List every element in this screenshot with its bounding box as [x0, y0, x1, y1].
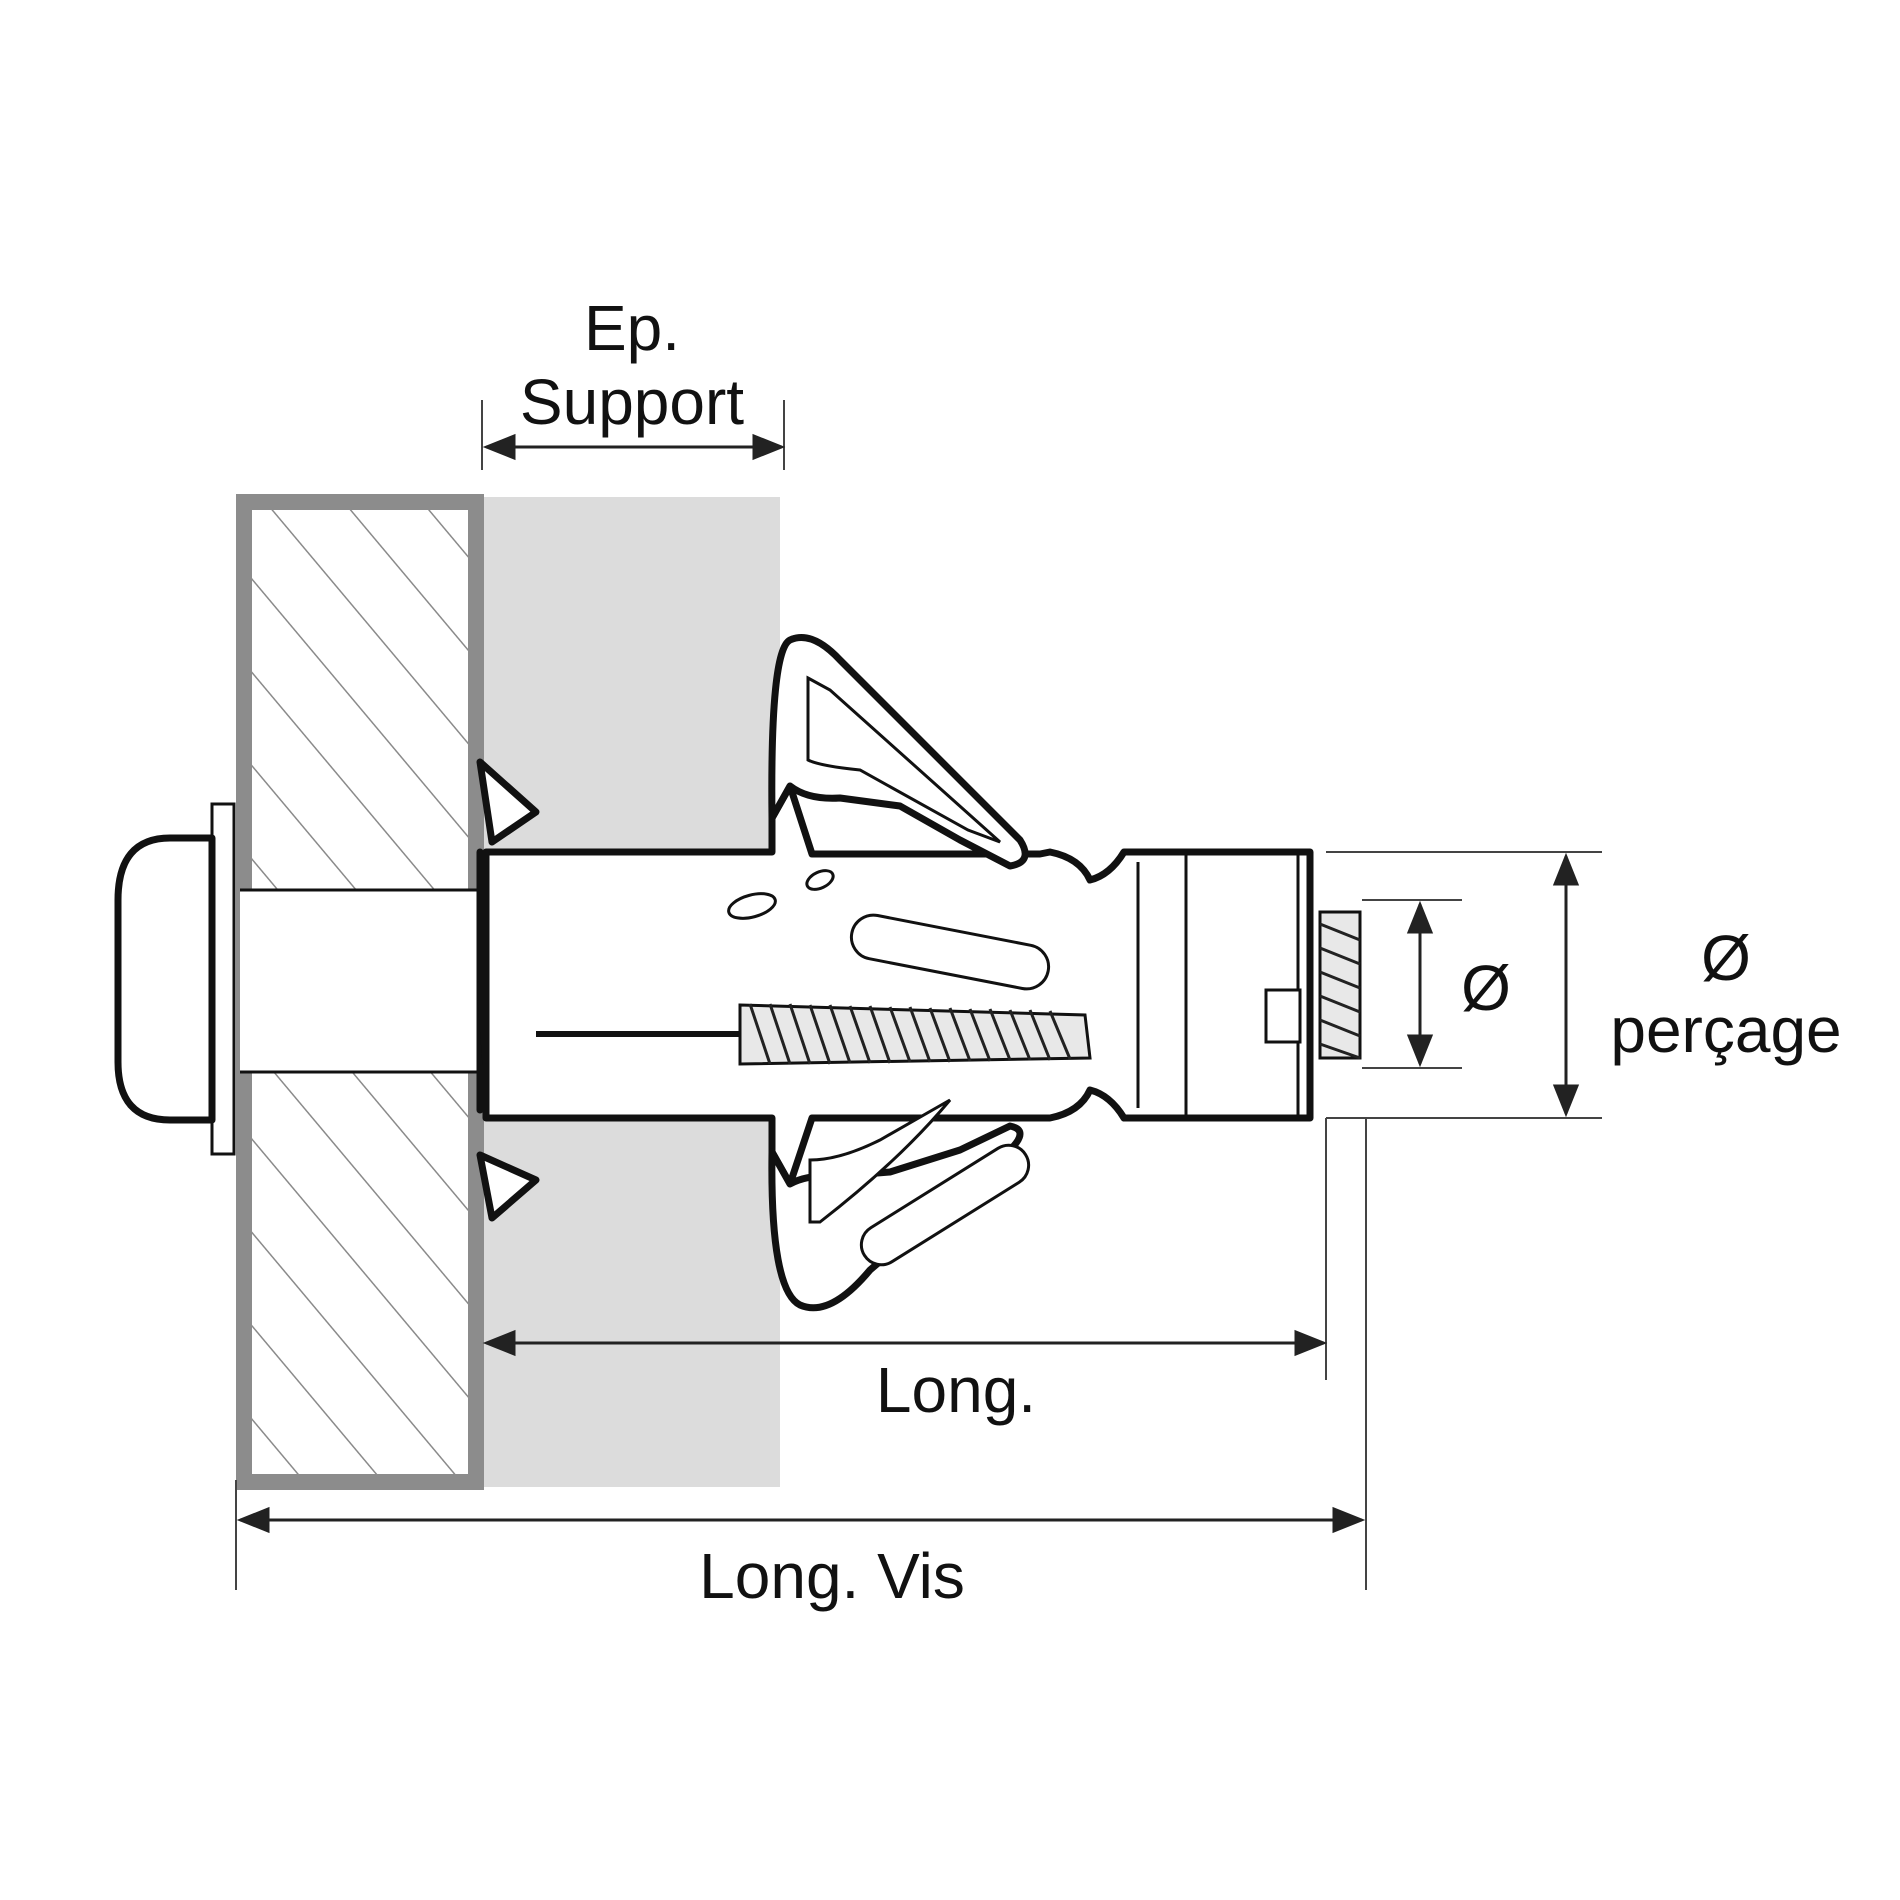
fixture-piece	[236, 494, 484, 1490]
screw-shank	[536, 910, 1362, 1066]
ep-support-label-line1: Ep.	[584, 292, 680, 364]
anchor-body	[482, 634, 1314, 1312]
drill-diameter-label-line2: perçage	[1610, 994, 1841, 1066]
screw-head	[114, 802, 236, 1156]
anchor-length-label: Long.	[876, 1354, 1036, 1426]
drill-diameter-label-line1: Ø	[1701, 922, 1751, 994]
screw-length-label: Long. Vis	[699, 1540, 965, 1612]
diameter-label: Ø	[1461, 952, 1511, 1024]
ep-support-label-line2: Support	[520, 366, 744, 438]
